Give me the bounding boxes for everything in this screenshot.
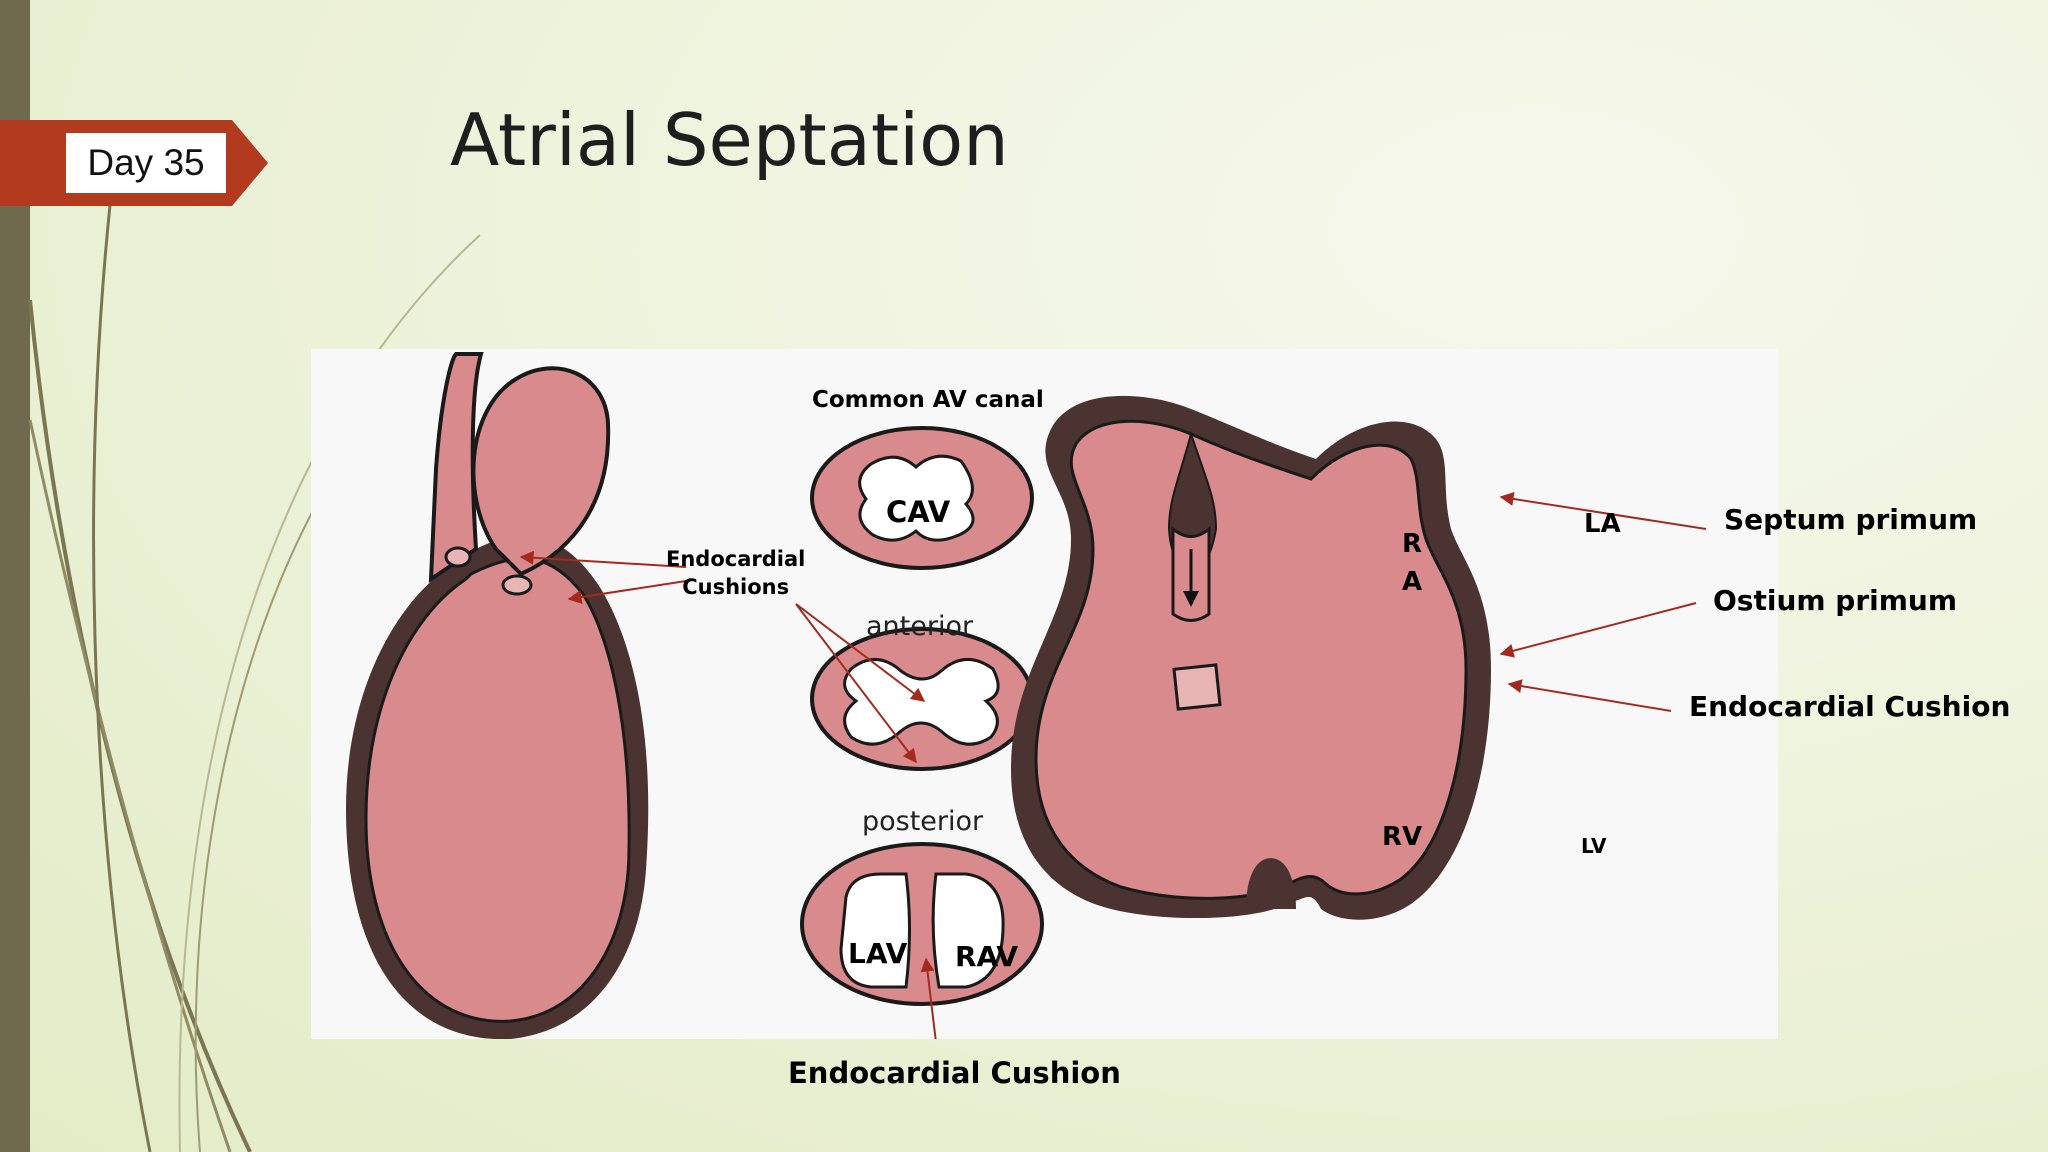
posterior-label: posterior: [862, 806, 984, 837]
sagittal-heart-drawing: [346, 352, 649, 1039]
ostium-primum-label: Ostium primum: [1713, 584, 1958, 617]
septum-primum-label: Septum primum: [1724, 503, 1978, 536]
endocardial-cushion-bottom-label: Endocardial Cushion: [788, 1056, 1121, 1090]
day-tag-label: Day 35: [87, 142, 205, 183]
ra-label-r: R: [1402, 529, 1423, 559]
day-tag-shape: [0, 120, 268, 206]
endocardial-cushions-label: Endocardial Cushions: [666, 547, 806, 599]
common-av-canal-label: Common AV canal: [812, 387, 1044, 413]
figure-panel: Common AV canal CAV Endocardial Cushions…: [311, 349, 1778, 1090]
la-label: LA: [1584, 509, 1621, 539]
slide-title: Atrial Septation: [450, 98, 1009, 182]
anterior-label: anterior: [866, 611, 974, 642]
ra-label-a: A: [1402, 567, 1423, 597]
av-canal-section-1: [810, 426, 1034, 570]
lv-label: LV: [1581, 834, 1607, 858]
av-canal-section-3: [800, 842, 1044, 1006]
heart-diagram: [346, 352, 1707, 1039]
lav-label: LAV: [848, 937, 908, 970]
endocardial-cushion-right-label: Endocardial Cushion: [1689, 690, 2011, 723]
cav-label: CAV: [886, 495, 951, 529]
frontal-heart-drawing: [1011, 395, 1491, 920]
rv-label: RV: [1382, 822, 1423, 852]
rav-label: RAV: [955, 940, 1018, 973]
